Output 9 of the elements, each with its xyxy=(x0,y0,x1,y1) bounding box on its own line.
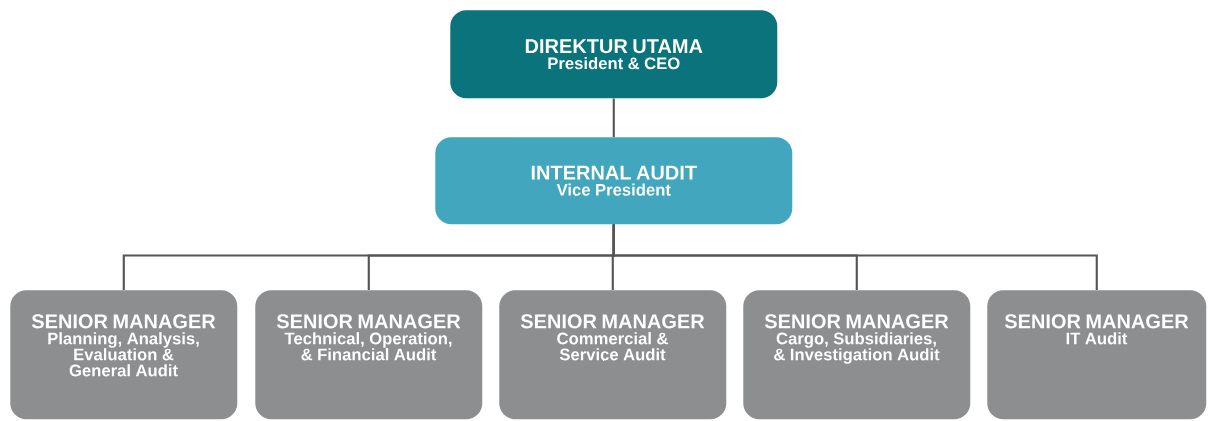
connector-line xyxy=(612,98,615,137)
org-box: DIREKTUR UTAMA President & CEO xyxy=(450,10,778,99)
org-box: SENIOR MANAGER Commercial & Service Audit xyxy=(499,290,727,420)
org-box: SENIOR MANAGER Technical, Operation, & Financial Audit xyxy=(255,290,483,420)
org-box: SENIOR MANAGER Cargo, Subsidiaries, & Investigation Audit xyxy=(743,290,971,420)
connector-line xyxy=(612,224,1098,290)
org-box: SENIOR MANAGER IT Audit xyxy=(987,290,1207,420)
org-box: SENIOR MANAGER Planning, Analysis, Evaluation & General Audit xyxy=(10,290,238,420)
org-box: INTERNAL AUDIT Vice President xyxy=(435,137,793,225)
